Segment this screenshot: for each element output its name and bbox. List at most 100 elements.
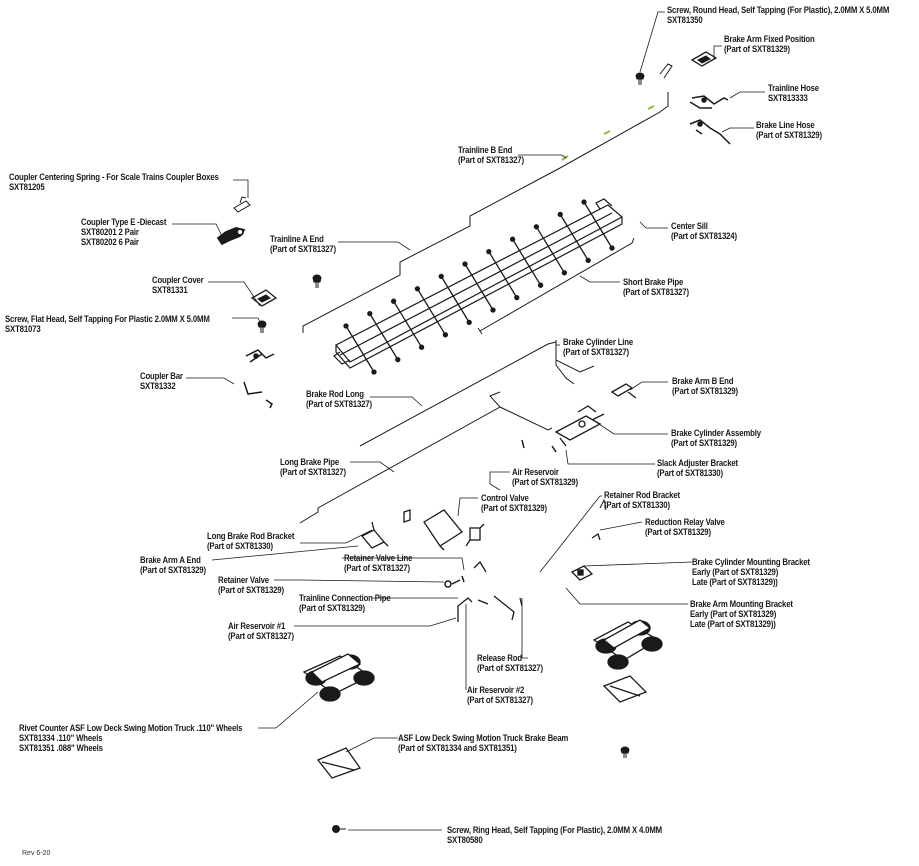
label-long-brake-pipe: Long Brake Pipe(Part of SXT81327): [280, 457, 346, 478]
truck-right-part: [592, 619, 663, 670]
crossbearer-end: [418, 344, 425, 350]
label-air-reservoir: Air Reservoir(Part of SXT81329): [512, 467, 578, 488]
short-brake-pipe-part: [477, 237, 635, 335]
brake-beam-left-part: [316, 747, 362, 779]
label-brake-line-hose: Brake Line Hose(Part of SXT81329): [756, 120, 822, 141]
label-rivet-counter-truck: Rivet Counter ASF Low Deck Swing Motion …: [19, 723, 243, 754]
crossbearer-end: [462, 261, 468, 267]
trainline-hose-part: [689, 95, 729, 109]
crossbearer: [416, 288, 446, 336]
center-sill-part: [333, 198, 624, 375]
brake-arm-b-end-part: [610, 383, 637, 399]
label-air-reservoir-1: Air Reservoir #1(Part of SXT81327): [228, 621, 294, 642]
crossbearer-end: [371, 369, 377, 375]
long-brake-pipe-part: [299, 391, 553, 524]
crossbearer-end: [438, 273, 444, 280]
label-retainer-rod-bracket: Retainer Rod Bracket(Part of SXT81330): [604, 490, 680, 511]
brake-cylinder-line-part: [555, 340, 575, 385]
coupler-bar-part: [243, 349, 275, 409]
leader-lines: [172, 11, 765, 831]
crossbearer: [488, 251, 518, 298]
crossbearer-end: [609, 245, 615, 251]
crossbearer-end: [537, 282, 544, 288]
retainer-valve-line-part: [473, 560, 487, 573]
crossbearer-end: [533, 224, 540, 230]
slack-adjuster-part: [521, 439, 557, 453]
retainer-rod-bracket-part: [599, 498, 607, 509]
crossbearer: [440, 276, 470, 323]
revision-note: Rev 6-20: [22, 850, 51, 857]
crossbearer: [393, 300, 423, 348]
label-trainline-b-end: Trainline B End(Part of SXT81327): [458, 145, 524, 166]
label-trainline-a-end: Trainline A End(Part of SXT81327): [270, 234, 336, 255]
label-brake-arm-a-end: Brake Arm A End(Part of SXT81329): [140, 555, 206, 576]
label-brake-cylinder-assembly: Brake Cylinder Assembly(Part of SXT81329…: [671, 428, 761, 449]
crossbearer-end: [466, 319, 472, 326]
release-rod-part: [493, 595, 523, 621]
long-brake-rod-bracket-part: [403, 509, 411, 523]
label-short-brake-pipe: Short Brake Pipe(Part of SXT81327): [623, 277, 689, 298]
crossbearer-end: [509, 236, 516, 242]
screw-parts: [257, 72, 645, 833]
brake-line-hose-part: [689, 119, 731, 145]
label-brake-arm-fixed: Brake Arm Fixed Position(Part of SXT8132…: [724, 34, 815, 55]
crossbearer-end: [561, 270, 568, 276]
crossbearer-end: [390, 298, 397, 304]
label-screw-round-head: Screw, Round Head, Self Tapping (For Pla…: [667, 5, 890, 26]
brake-cylinder-assembly-part: [554, 405, 605, 447]
brake-beam-right-part: [602, 675, 648, 703]
label-screw-ring-head: Screw, Ring Head, Self Tapping (For Plas…: [447, 825, 662, 846]
label-air-reservoir-2: Air Reservoir #2(Part of SXT81327): [467, 685, 533, 706]
label-trainline-connection-pipe: Trainline Connection Pipe(Part of SXT813…: [299, 593, 391, 614]
crossbearer: [535, 226, 565, 274]
label-reduction-relay-valve: Reduction Relay Valve(Part of SXT81329): [645, 517, 725, 538]
crossbearer-end: [395, 356, 401, 363]
label-brake-arm-b-end: Brake Arm B End(Part of SXT81329): [672, 376, 738, 397]
label-center-sill: Center Sill(Part of SXT81324): [671, 221, 737, 242]
label-brake-cylinder-line: Brake Cylinder Line(Part of SXT81327): [563, 337, 634, 358]
crossbearer-end: [367, 310, 373, 317]
label-truck-brake-beam: ASF Low Deck Swing Motion Truck Brake Be…: [398, 733, 569, 754]
control-valve-part: [465, 523, 485, 547]
coupler-cover-part: [250, 289, 278, 307]
truck-left-part: [302, 653, 375, 702]
label-retainer-valve: Retainer Valve(Part of SXT81329): [218, 575, 284, 596]
crossbearer: [369, 313, 399, 360]
coupler-type-e-part: [216, 227, 246, 246]
crossbearer-end: [585, 257, 591, 264]
crossbearer-end: [442, 332, 449, 338]
brake-cyl-mount-part: [570, 565, 594, 581]
crossbearer: [512, 238, 542, 286]
reduction-relay-part: [591, 532, 601, 541]
brake-arm-fixed-part: [659, 51, 718, 79]
label-brake-rod-long: Brake Rod Long(Part of SXT81327): [306, 389, 372, 410]
label-long-brake-rod-bracket: Long Brake Rod Bracket(Part of SXT81330): [207, 531, 295, 552]
crossbearer-end: [343, 323, 349, 329]
label-slack-adjuster: Slack Adjuster Bracket(Part of SXT81330): [657, 458, 738, 479]
crossbearer: [345, 325, 375, 373]
crossbearer: [464, 263, 494, 311]
brake-arm-a-end-part: [360, 521, 389, 549]
label-retainer-valve-line: Retainer Valve Line(Part of SXT81327): [344, 553, 413, 574]
crossbearer: [559, 214, 589, 261]
retainer-valve-part: [444, 575, 465, 588]
crossbearer-end: [490, 307, 496, 313]
crossbearer-end: [414, 286, 421, 292]
label-coupler-centering-spring: Coupler Centering Spring - For Scale Tra…: [9, 172, 219, 193]
crossbearer-end: [514, 294, 520, 301]
trainline-pipe: [302, 92, 669, 333]
label-control-valve: Control Valve(Part of SXT81329): [481, 493, 547, 514]
crossbearer-end: [581, 199, 587, 205]
trainline-connection-part: [457, 597, 489, 622]
label-release-rod: Release Rod(Part of SXT81327): [477, 653, 543, 674]
crossbearer-end: [557, 211, 563, 218]
coupler-centering-spring-part: [233, 196, 251, 213]
air-reservoir-part: [423, 509, 463, 551]
crossbearer: [583, 201, 613, 249]
